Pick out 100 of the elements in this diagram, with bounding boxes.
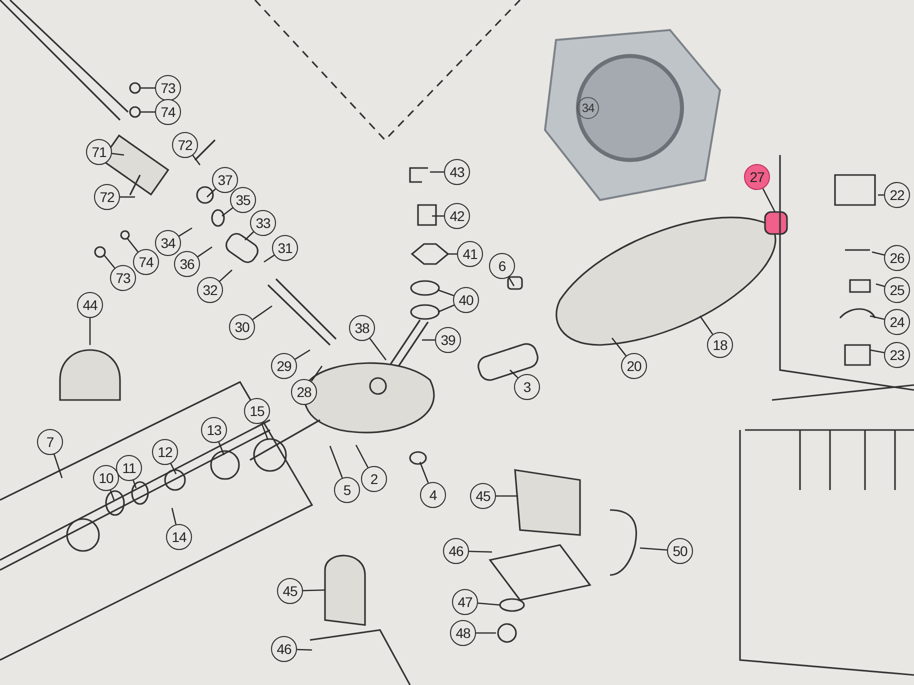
callout-number: 74 [155, 99, 181, 125]
leader-line [294, 349, 310, 360]
leader-line [422, 339, 435, 341]
callout-number: 22 [884, 182, 910, 208]
callout-number: 47 [452, 589, 478, 615]
callout-number: 27 [744, 164, 770, 190]
leader-line [192, 155, 201, 166]
leader-line [252, 305, 272, 320]
callout-number: 41 [457, 241, 483, 267]
leader-line [872, 251, 885, 256]
callout-number: 5 [334, 477, 360, 503]
callout-number: 33 [250, 210, 276, 236]
leader-line [699, 316, 714, 335]
callout-number: 72 [94, 184, 120, 210]
leader-line [112, 152, 124, 156]
leader-line [876, 283, 885, 288]
leader-line [430, 171, 444, 173]
leader-line [508, 276, 515, 286]
callout-number: 50 [667, 538, 693, 564]
leader-line [329, 446, 343, 478]
callout-number: 34 [155, 230, 181, 256]
callout-number: 29 [271, 353, 297, 379]
leader-line [89, 318, 91, 345]
callout-number: 46 [443, 538, 469, 564]
leader-line [510, 370, 518, 378]
callout-number: 71 [86, 139, 112, 165]
leader-line [264, 254, 275, 263]
leader-line [126, 238, 138, 252]
leader-line [218, 442, 225, 456]
callout-number: 3 [514, 374, 540, 400]
callout-number: 73 [155, 75, 181, 101]
leader-line [219, 270, 232, 282]
callout-number: 35 [230, 187, 256, 213]
leader-line [369, 338, 387, 360]
callout-number: 31 [272, 235, 298, 261]
callout-number: 73 [110, 265, 136, 291]
leader-line [197, 246, 212, 258]
leader-line [296, 648, 312, 651]
leader-line [432, 215, 444, 217]
callout-number: 12 [152, 439, 178, 465]
callout-number: 11 [116, 455, 142, 481]
leader-line [244, 231, 254, 240]
callout-number: 40 [453, 287, 479, 313]
leader-line [104, 254, 116, 268]
callout-number: 2 [361, 466, 387, 492]
leader-line [476, 632, 496, 634]
callout-number: 7 [37, 429, 63, 455]
callout-number: 4 [420, 482, 446, 508]
callout-number: 30 [229, 314, 255, 340]
leader-line [762, 188, 776, 212]
leader-line [206, 188, 216, 198]
callout-number: 36 [174, 251, 200, 277]
leader-line [640, 547, 668, 551]
callout-number: 39 [435, 327, 461, 353]
callout-number: 48 [450, 620, 476, 646]
leader-line [140, 87, 155, 89]
callout-number: 26 [884, 245, 910, 271]
leader-line [496, 495, 518, 497]
leader-line [438, 304, 454, 313]
leader-line [171, 508, 177, 525]
callout-number: 24 [884, 309, 910, 335]
callout-number: 74 [133, 249, 159, 275]
callout-number: 72 [172, 132, 198, 158]
leader-line [110, 490, 115, 500]
callout-number: 34 [577, 97, 599, 119]
leader-line [419, 462, 429, 484]
callout-number: 13 [201, 417, 227, 443]
leader-line [53, 454, 63, 478]
leader-line [355, 444, 368, 468]
callout-number: 25 [884, 277, 910, 303]
callout-number: 45 [277, 578, 303, 604]
callout-number: 43 [444, 159, 470, 185]
callout-number: 23 [884, 342, 910, 368]
callout-number: 42 [444, 203, 470, 229]
leader-line [438, 289, 454, 296]
callout-number: 18 [707, 332, 733, 358]
leader-line [261, 422, 269, 440]
leader-line [120, 196, 135, 198]
callout-number: 44 [77, 292, 103, 318]
callout-number: 37 [212, 167, 238, 193]
leader-line [468, 550, 492, 553]
leader-line [611, 338, 627, 356]
callout-number: 32 [197, 277, 223, 303]
leader-line [870, 315, 884, 320]
callout-number: 28 [291, 379, 317, 405]
callout-number: 46 [271, 636, 297, 662]
callout-number: 20 [621, 353, 647, 379]
callout-number: 15 [244, 398, 270, 424]
leader-line [870, 349, 884, 354]
leader-line [170, 463, 177, 474]
callout-number: 10 [93, 465, 119, 491]
callout-number: 38 [349, 315, 375, 341]
leader-line [132, 480, 137, 488]
leader-line [302, 589, 326, 592]
callout-number: 14 [166, 524, 192, 550]
leader-line [310, 366, 323, 382]
leader-line [478, 602, 500, 606]
leader-line [222, 207, 234, 217]
leader-line [178, 227, 192, 237]
callout-number: 45 [470, 483, 496, 509]
